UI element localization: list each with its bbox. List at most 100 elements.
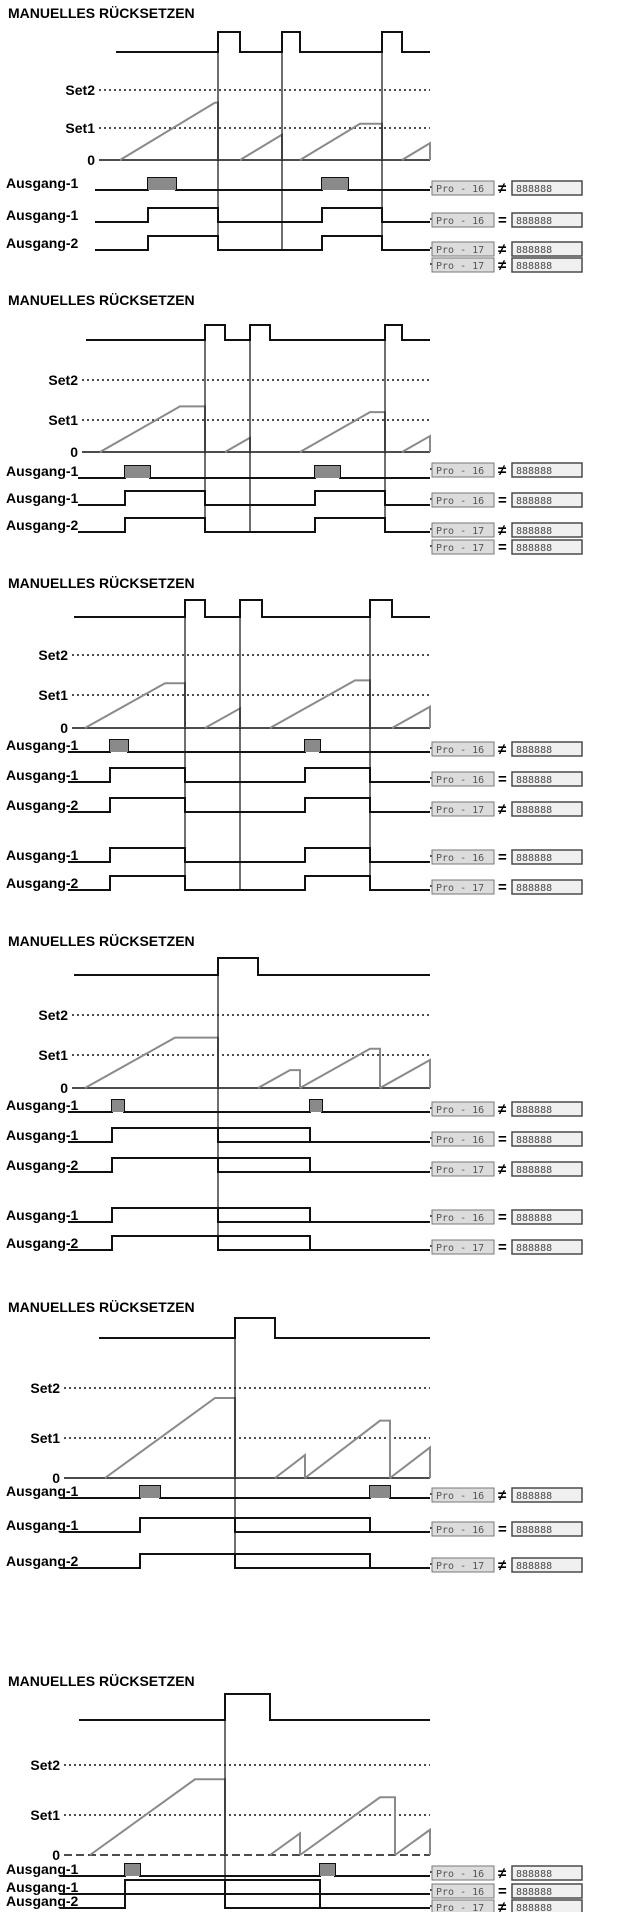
signal-label-3: Ausgang-2 <box>6 1553 79 1569</box>
display-right-text: 888888 <box>516 1491 552 1502</box>
display-right-text: 888888 <box>516 805 552 816</box>
display-left-box <box>431 492 495 508</box>
reset-signal-trace <box>74 957 430 976</box>
process-ramp-4 <box>379 1058 431 1089</box>
display-right-box <box>511 1883 583 1899</box>
level-label-0: 0 <box>60 1080 68 1096</box>
process-ramp-3 <box>299 1047 381 1089</box>
display-relation: ≠ <box>498 1101 507 1118</box>
display-right-text: 888888 <box>516 496 552 507</box>
signal-label-4: Ausgang-1 <box>6 1207 79 1223</box>
display-left-text: Pro - 16 <box>436 1491 484 1502</box>
display-right-text: 888888 <box>516 1903 552 1912</box>
display-left-text: Pro - 16 <box>436 1105 484 1116</box>
display-left-box <box>431 801 495 817</box>
display-right-box <box>511 1161 583 1177</box>
display-left-box <box>431 771 495 787</box>
output-pulse-1 <box>112 1100 124 1112</box>
display-right-box <box>511 771 583 787</box>
display-left-text: Pro - 17 <box>436 1903 484 1912</box>
display-right-box <box>511 1865 583 1881</box>
display-relation: ≠ <box>498 180 507 197</box>
reset-signal-trace <box>79 1693 430 1721</box>
display-relation: = <box>498 1239 507 1256</box>
display-left-text: Pro - 16 <box>436 1887 484 1898</box>
parameter-display-4: Pro - 16=888888 <box>430 1209 583 1226</box>
parameter-display-3: Pro - 17≠888888 <box>430 241 583 258</box>
signal-label-1: Ausgang-1 <box>6 175 79 191</box>
parameter-display-4: Pro - 17≠888888 <box>430 257 583 274</box>
display-relation: = <box>498 849 507 866</box>
signal-label-2: Ausgang-1 <box>6 207 79 223</box>
display-left-text: Pro - 17 <box>436 261 484 272</box>
output-pulse-2 <box>305 740 320 752</box>
display-left-box <box>431 1131 495 1147</box>
output-pulse-1 <box>125 1864 140 1876</box>
display-left-box <box>431 1521 495 1537</box>
level-label-0: 0 <box>52 1470 60 1486</box>
display-right-text: 888888 <box>516 1869 552 1880</box>
display-relation: = <box>498 1883 507 1900</box>
signal-label-3: Ausgang-2 <box>6 797 79 813</box>
display-right-box <box>511 1239 583 1255</box>
signal-trace-1 <box>95 177 430 191</box>
level-label-set1: Set1 <box>38 687 68 703</box>
display-relation: = <box>498 1131 507 1148</box>
display-right-box <box>511 1131 583 1147</box>
display-left-box <box>431 1899 495 1912</box>
output-pulse-1 <box>110 740 128 752</box>
parameter-display-2: Pro - 16=888888 <box>430 771 583 788</box>
display-right-box <box>511 1521 583 1537</box>
signal-trace-3 <box>78 517 430 533</box>
display-left-box <box>431 539 495 555</box>
parameter-display-5: Pro - 17=888888 <box>430 1239 583 1256</box>
reset-signal-trace <box>99 1317 430 1339</box>
parameter-display-3: Pro - 17≠888888 <box>430 522 583 539</box>
level-label-set1: Set1 <box>30 1807 60 1823</box>
process-ramp-3 <box>299 411 386 453</box>
signal-trace-4 <box>68 1207 430 1223</box>
diagram-section-6: MANUELLES RÜCKSETZENSet2Set10Ausgang-1Au… <box>6 1673 583 1912</box>
level-label-0: 0 <box>70 444 78 460</box>
level-label-set2: Set2 <box>30 1380 60 1396</box>
process-ramp-4 <box>389 1445 431 1479</box>
display-right-text: 888888 <box>516 745 552 756</box>
display-right-box <box>511 257 583 273</box>
process-ramp-3 <box>269 679 371 729</box>
display-right-text: 888888 <box>516 543 552 554</box>
signal-trace-2 <box>68 1127 430 1143</box>
diagram-section-3: MANUELLES RÜCKSETZENSet2Set10Ausgang-1Au… <box>6 575 583 896</box>
reset-signal-trace <box>116 31 430 53</box>
output-pulse-1 <box>148 178 176 190</box>
display-left-box <box>431 1161 495 1177</box>
parameter-display-1: Pro - 16≠888888 <box>430 1865 583 1882</box>
display-right-box <box>511 1101 583 1117</box>
diagram-section-5: MANUELLES RÜCKSETZENSet2Set10Ausgang-1Au… <box>6 1299 583 1574</box>
level-label-set1: Set1 <box>30 1430 60 1446</box>
process-ramp-4 <box>394 1827 431 1856</box>
display-left-text: Pro - 16 <box>436 853 484 864</box>
display-right-box <box>511 1899 583 1912</box>
signal-trace-2 <box>60 1517 430 1533</box>
display-right-text: 888888 <box>516 883 552 894</box>
parameter-display-2: Pro - 16=888888 <box>430 1131 583 1148</box>
signal-label-1: Ausgang-1 <box>6 737 79 753</box>
signal-trace-4 <box>68 847 430 863</box>
display-right-box <box>511 462 583 478</box>
parameter-display-2: Pro - 16=888888 <box>430 492 583 509</box>
process-ramp-2 <box>224 436 251 453</box>
process-ramp-3 <box>304 1419 391 1479</box>
display-right-text: 888888 <box>516 775 552 786</box>
parameter-display-3: Pro - 17≠888888 <box>430 1557 583 1574</box>
process-ramp-3 <box>299 1796 396 1856</box>
signal-label-3: Ausgang-2 <box>6 235 79 251</box>
process-ramp-4 <box>401 434 431 453</box>
signal-label-4: Ausgang-1 <box>6 847 79 863</box>
parameter-display-3: Pro - 17≠888888 <box>430 801 583 818</box>
signal-trace-1 <box>60 1863 430 1877</box>
display-left-text: Pro - 17 <box>436 1165 484 1176</box>
signal-label-5: Ausgang-2 <box>6 875 79 891</box>
display-relation: = <box>498 539 507 556</box>
output-pulse-2 <box>310 1100 322 1112</box>
